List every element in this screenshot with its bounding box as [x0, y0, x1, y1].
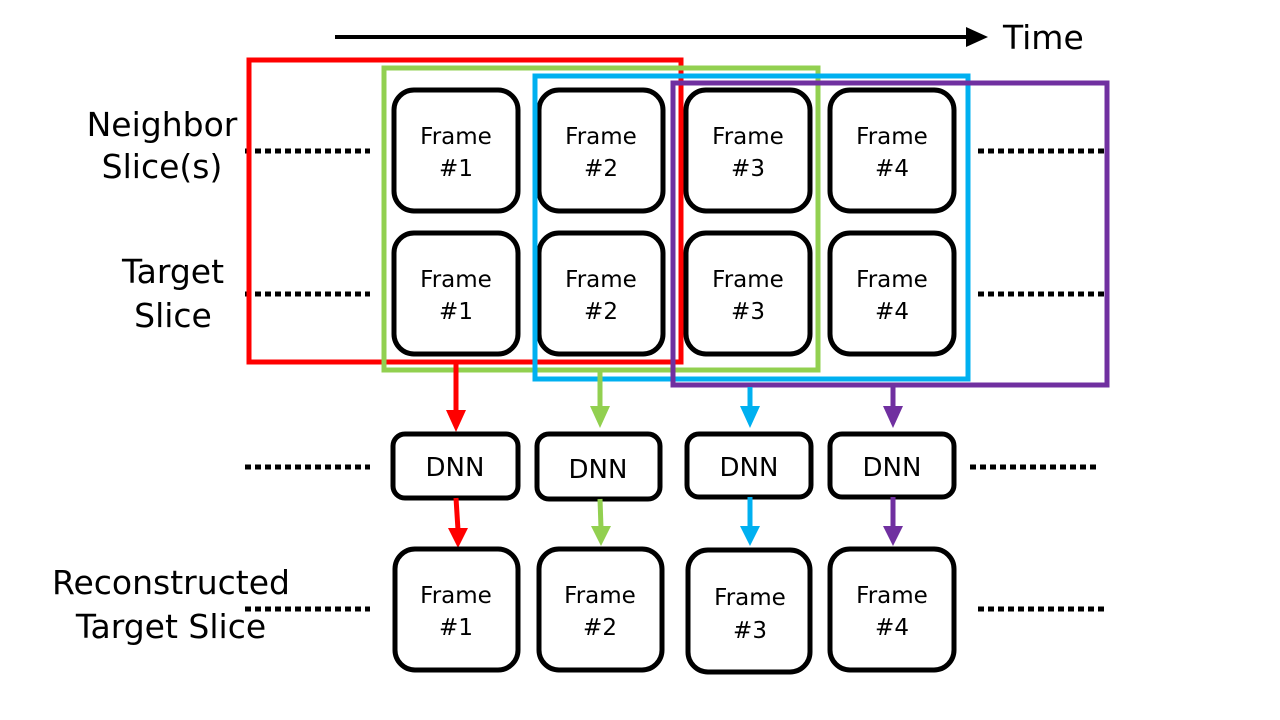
dnn-block-2[interactable]: DNN: [534, 431, 663, 502]
row-label-target: Target Slice: [121, 252, 224, 335]
reconstructed-frame-3[interactable]: Frame #3: [685, 547, 813, 675]
target-frame-2[interactable]: Frame #2: [536, 230, 666, 357]
dnn-label: DNN: [426, 453, 485, 483]
neighbor-frame-3[interactable]: Frame #3: [683, 87, 813, 214]
dnn-label: DNN: [720, 453, 779, 483]
neighbor-frame-4[interactable]: Frame #4: [827, 87, 957, 214]
frame-number: #2: [583, 615, 617, 641]
target-label-line2: Slice: [134, 296, 212, 335]
dnn-block-1[interactable]: DNN: [390, 431, 521, 501]
reconstructed-frame-4[interactable]: Frame #4: [827, 546, 957, 673]
window-frame-4: [670, 80, 1110, 388]
dnn-block-3[interactable]: DNN: [684, 431, 814, 500]
target-frame-4[interactable]: Frame #4: [827, 230, 957, 357]
dnn-block-4[interactable]: DNN: [827, 431, 957, 500]
target-label-line1: Target: [121, 252, 224, 291]
arrow-dnn3-to-output3: [740, 497, 760, 546]
row-label-reconstructed: Reconstructed Target Slice: [52, 563, 290, 646]
time-arrow-head-icon: [966, 27, 988, 47]
reconstructed-label-line2: Target Slice: [75, 607, 266, 646]
frame-number: #1: [439, 615, 473, 641]
dnn-to-output-arrows: [448, 497, 903, 548]
reconstructed-row: Frame #1 Frame #2 Frame #3 Frame #4: [392, 546, 957, 675]
reconstructed-frame-2[interactable]: Frame #2: [536, 546, 665, 673]
dnn-label: DNN: [569, 455, 628, 485]
continuation-dots: [245, 148, 1105, 612]
target-frame-1[interactable]: Frame #1: [391, 230, 521, 357]
reconstructed-frame-1[interactable]: Frame #1: [392, 546, 521, 673]
frame-number: #1: [439, 299, 473, 325]
frame-label: Frame: [565, 124, 637, 150]
frame-label: Frame: [712, 267, 784, 293]
arrow-dnn2-to-output2: [591, 498, 611, 546]
frame-number: #4: [875, 156, 909, 182]
arrow-window3-to-dnn3: [740, 387, 760, 428]
target-row: Frame #1 Frame #2 Frame #3 Frame #4: [391, 230, 957, 357]
frame-label: Frame: [420, 124, 492, 150]
row-label-neighbor: Neighbor Slice(s): [87, 105, 238, 186]
frame-number: #1: [439, 156, 473, 182]
frame-number: #3: [731, 156, 765, 182]
neighbor-frame-2[interactable]: Frame #2: [536, 87, 666, 214]
window-frame-3: [532, 73, 971, 382]
dnn-label: DNN: [863, 453, 922, 483]
frame-label: Frame: [712, 124, 784, 150]
frame-label: Frame: [565, 267, 637, 293]
arrow-window4-to-dnn4: [883, 387, 903, 428]
neighbor-frame-1[interactable]: Frame #1: [391, 87, 521, 214]
neighbor-row: Frame #1 Frame #2 Frame #3 Frame #4: [391, 87, 957, 214]
frame-number: #2: [584, 299, 618, 325]
window-to-dnn-arrows: [446, 362, 903, 432]
frame-label: Frame: [420, 583, 492, 609]
arrow-dnn1-to-output1: [448, 497, 468, 548]
frame-label: Frame: [856, 124, 928, 150]
sliding-windows: [246, 57, 1110, 388]
target-frame-3[interactable]: Frame #3: [683, 230, 813, 357]
neighbor-label-line1: Neighbor: [87, 105, 238, 144]
window-frame-1: [246, 57, 684, 365]
arrow-window1-to-dnn1: [446, 362, 466, 432]
time-axis: Time: [335, 18, 1084, 57]
dnn-row: DNN DNN DNN DNN: [390, 431, 957, 502]
arrow-window2-to-dnn2: [590, 370, 610, 428]
frame-label: Frame: [714, 585, 786, 611]
reconstructed-label-line1: Reconstructed: [52, 563, 290, 602]
frame-number: #2: [584, 156, 618, 182]
frame-number: #4: [875, 615, 909, 641]
neighbor-label-line2: Slice(s): [102, 147, 223, 186]
frame-label: Frame: [420, 267, 492, 293]
frame-label: Frame: [856, 583, 928, 609]
arrow-dnn4-to-output4: [883, 497, 903, 546]
time-label: Time: [1002, 18, 1084, 57]
frame-label: Frame: [564, 583, 636, 609]
frame-label: Frame: [856, 267, 928, 293]
frame-number: #3: [731, 299, 765, 325]
frame-number: #4: [875, 299, 909, 325]
frame-number: #3: [733, 618, 767, 644]
